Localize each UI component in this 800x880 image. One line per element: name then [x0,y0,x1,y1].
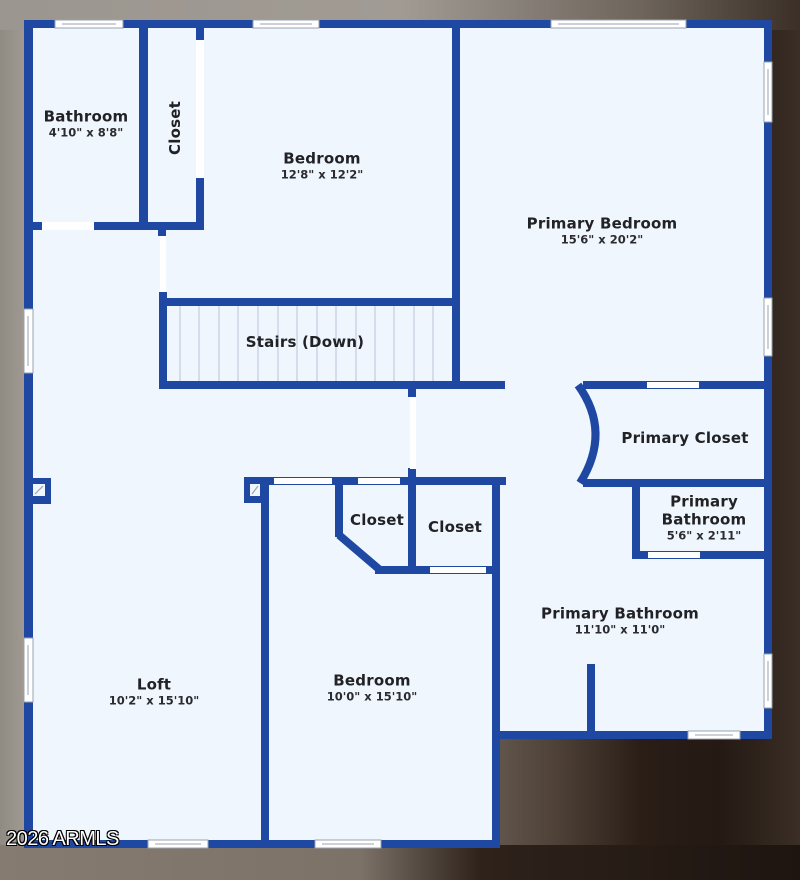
room-name: Bedroom [333,671,411,690]
room-stairs: Stairs (Down) [246,333,364,351]
room-loft: Loft 10'2" x 15'10" [109,676,199,709]
room-name: Bathroom [43,107,129,126]
room-primary-bathroom-small: Primary Bathroom 5'6" x 2'11" [662,493,747,544]
room-closet-mid-left: Closet [350,511,404,529]
room-primary-bedroom: Primary Bedroom 15'6" x 20'2" [527,215,678,248]
room-name: Closet [428,518,482,536]
diagonal-wall [336,531,383,574]
room-bathroom: Bathroom 4'10" x 8'8" [44,108,129,141]
room-dimensions: 15'6" x 20'2" [560,232,644,247]
room-name-line2: Bathroom [661,510,747,529]
room-name: Primary Bathroom [541,604,699,623]
room-primary-bathroom: Primary Bathroom 11'10" x 11'0" [541,605,699,638]
room-closet-mid-right: Closet [428,518,482,536]
window-sashes [27,23,769,845]
room-dimensions: 4'10" x 8'8" [48,125,124,140]
room-name: Closet [350,511,404,529]
room-name: Closet [166,101,184,155]
room-dimensions: 5'6" x 2'11" [666,528,742,543]
room-dimensions: 10'0" x 15'10" [326,689,418,704]
stair-treads [179,306,434,382]
room-name-line1: Primary [670,492,738,511]
room-name: Primary Closet [621,429,749,447]
room-bedroom-top: Bedroom 12'8" x 12'2" [281,150,363,183]
room-dimensions: 12'8" x 12'2" [280,167,364,182]
room-dimensions: 11'10" x 11'0" [574,622,666,637]
door-openings [42,40,700,573]
room-name: Loft [136,675,172,694]
room-name: Stairs (Down) [245,333,365,351]
room-closet-top: Closet [166,101,184,155]
room-primary-closet: Primary Closet [621,429,748,447]
room-name: Bedroom [283,149,361,168]
room-bedroom-bottom: Bedroom 10'0" x 15'10" [327,672,417,705]
copyright-watermark: 2026 ARMLS [6,828,119,850]
curved-wall [574,382,600,486]
background-bottom [0,845,800,880]
room-dimensions: 10'2" x 15'10" [108,693,200,708]
room-name: Primary Bedroom [526,214,678,233]
